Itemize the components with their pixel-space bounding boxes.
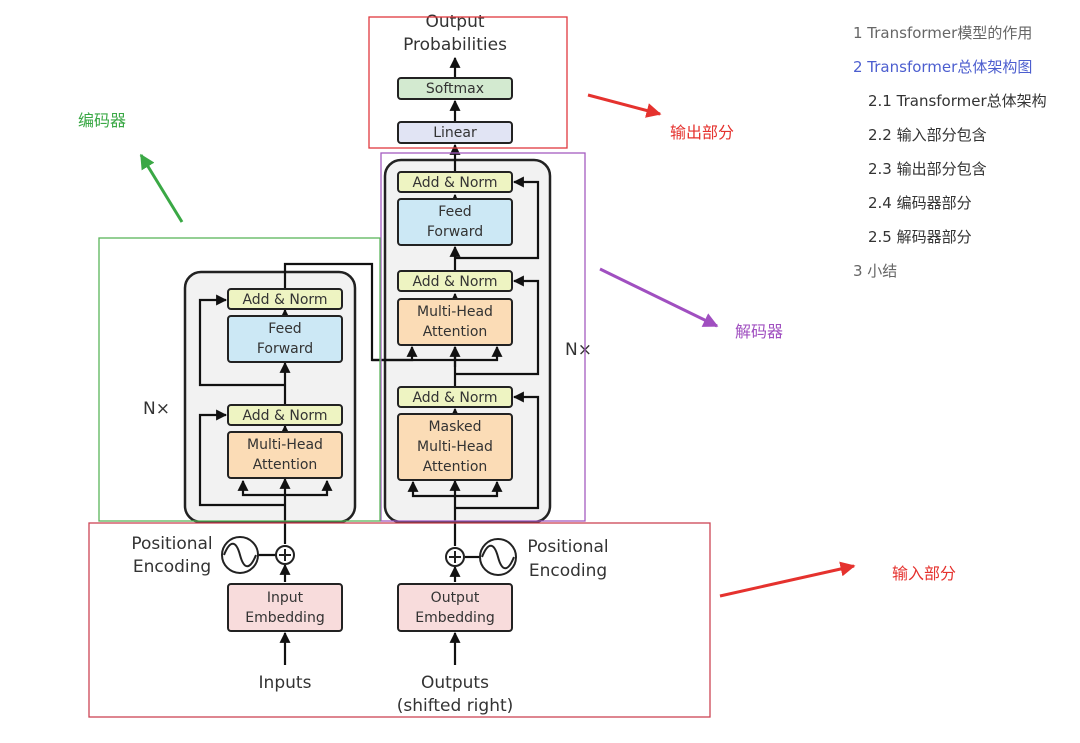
linear-block (397, 121, 513, 144)
decoder-masked-attention-line2: Multi-Head (417, 439, 493, 455)
encoder-add-norm-bottom: Add & Norm (242, 408, 327, 424)
decoder-nx-label: N× (565, 340, 592, 360)
outputs-label: Outputs (421, 673, 489, 693)
add-symbol-left (275, 545, 295, 565)
input-part-annotation-arrow (719, 561, 856, 598)
decoder-masked-attention-line1: Masked (428, 419, 481, 435)
output-probabilities-line2: Probabilities (403, 35, 507, 55)
encoder-feed-forward-line1: Feed (268, 321, 301, 337)
decoder-add-norm-bottom-block (397, 386, 513, 408)
output-part-outline (368, 16, 568, 149)
encoder-attention-line2: Attention (253, 457, 318, 473)
softmax-label: Softmax (426, 81, 484, 97)
positional-encoding-left-symbol (221, 536, 259, 574)
toc-item-2-2[interactable]: 2.2 输入部分包含 (868, 126, 987, 144)
encoder-outline (98, 237, 381, 522)
add-symbol-right (445, 547, 465, 567)
positional-encoding-right-line1: Positional (527, 537, 608, 557)
input-part-outline (88, 522, 711, 718)
output-probabilities-line1: Output (425, 12, 484, 32)
encoder-feed-forward-block (227, 315, 343, 363)
input-embedding-line2: Embedding (245, 610, 324, 626)
decoder-attention-line1: Multi-Head (417, 304, 493, 320)
encoder-attention-block (227, 431, 343, 479)
decoder-feed-forward-line1: Feed (438, 204, 471, 220)
encoder-annotation-arrow (139, 153, 184, 223)
decoder-attention-block (397, 298, 513, 346)
encoder-add-norm-top: Add & Norm (242, 292, 327, 308)
connection-lines (198, 56, 540, 665)
toc-item-2-4[interactable]: 2.4 编码器部分 (868, 194, 972, 212)
encoder-add-norm-top-block (227, 288, 343, 310)
decoder-feed-forward-line2: Forward (427, 224, 483, 240)
input-part-annotation: 输入部分 (892, 564, 956, 583)
output-embedding-line2: Embedding (415, 610, 494, 626)
toc-item-1[interactable]: 1 Transformer模型的作用 (853, 24, 1033, 42)
decoder-annotation: 解码器 (735, 322, 783, 341)
output-embedding-line1: Output (431, 590, 480, 606)
output-part-annotation: 输出部分 (670, 123, 734, 142)
outputs-shifted-label: (shifted right) (397, 696, 514, 716)
decoder-masked-attention-line3: Attention (423, 459, 488, 475)
toc-item-3[interactable]: 3 小结 (853, 262, 898, 280)
output-embedding-block (397, 583, 513, 632)
softmax-block (397, 77, 513, 100)
encoder-add-norm-bottom-block (227, 404, 343, 426)
encoder-annotation: 编码器 (78, 111, 126, 130)
decoder-add-norm-mid: Add & Norm (412, 274, 497, 290)
input-embedding-block (227, 583, 343, 632)
encoder-feed-forward-line2: Forward (257, 341, 313, 357)
positional-encoding-left-line2: Encoding (133, 557, 211, 577)
positional-encoding-right-line2: Encoding (529, 561, 607, 581)
decoder-masked-attention-block (397, 413, 513, 481)
decoder-outline (380, 152, 586, 522)
output-part-annotation-arrow (587, 93, 662, 118)
positional-encoding-left-line1: Positional (131, 534, 212, 554)
decoder-add-norm-top-block (397, 171, 513, 193)
decoder-add-norm-mid-block (397, 270, 513, 292)
toc-item-2-1[interactable]: 2.1 Transformer总体架构 (868, 92, 1047, 110)
input-embedding-line1: Input (267, 590, 304, 606)
decoder-attention-line2: Attention (423, 324, 488, 340)
decoder-add-norm-bottom: Add & Norm (412, 390, 497, 406)
toc-item-2-5[interactable]: 2.5 解码器部分 (868, 228, 972, 246)
decoder-add-norm-top: Add & Norm (412, 175, 497, 191)
encoder-attention-line1: Multi-Head (247, 437, 323, 453)
inputs-label: Inputs (259, 673, 312, 693)
positional-encoding-right-symbol (479, 538, 517, 576)
decoder-annotation-arrow (599, 267, 719, 328)
decoder-feed-forward-block (397, 198, 513, 246)
toc-item-2[interactable]: 2 Transformer总体架构图 (853, 58, 1033, 76)
linear-label: Linear (433, 125, 477, 141)
toc-item-2-3[interactable]: 2.3 输出部分包含 (868, 160, 987, 178)
encoder-nx-label: N× (143, 399, 170, 419)
